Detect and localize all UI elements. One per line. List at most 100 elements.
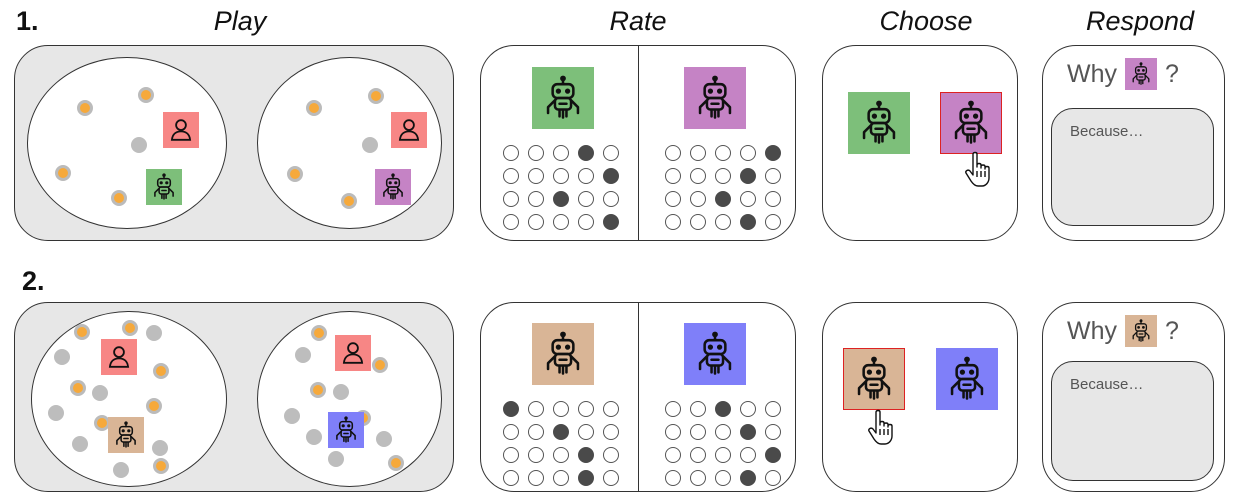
- rating-option[interactable]: [740, 447, 756, 463]
- rating-option[interactable]: [503, 424, 519, 440]
- rating-option[interactable]: [603, 401, 619, 417]
- rating-option[interactable]: [690, 168, 706, 184]
- gray-agent-dot: [72, 436, 88, 452]
- rating-option[interactable]: [665, 447, 681, 463]
- rating-option[interactable]: [528, 424, 544, 440]
- rating-option[interactable]: [528, 214, 544, 230]
- orange-agent-dot: [310, 382, 326, 398]
- rating-option[interactable]: [765, 447, 781, 463]
- rating-option[interactable]: [690, 470, 706, 486]
- orange-agent-dot: [153, 363, 169, 379]
- rating-option[interactable]: [690, 145, 706, 161]
- rating-option[interactable]: [503, 214, 519, 230]
- rating-option[interactable]: [665, 191, 681, 207]
- rating-option[interactable]: [690, 447, 706, 463]
- response-textbox-2[interactable]: Because…: [1051, 361, 1214, 481]
- rating-option[interactable]: [528, 470, 544, 486]
- rating-option[interactable]: [765, 191, 781, 207]
- rating-option[interactable]: [578, 214, 594, 230]
- rating-option[interactable]: [765, 470, 781, 486]
- rating-option[interactable]: [740, 214, 756, 230]
- rating-option[interactable]: [503, 447, 519, 463]
- rating-option[interactable]: [665, 168, 681, 184]
- rating-option[interactable]: [715, 401, 731, 417]
- rating-option[interactable]: [503, 401, 519, 417]
- rating-option[interactable]: [715, 168, 731, 184]
- robot-icon: [698, 331, 732, 375]
- rating-option[interactable]: [553, 424, 569, 440]
- rating-option[interactable]: [503, 191, 519, 207]
- play-panel-1: [14, 45, 454, 241]
- rating-option[interactable]: [715, 447, 731, 463]
- rating-option[interactable]: [528, 168, 544, 184]
- orange-agent-dot: [372, 357, 388, 373]
- rating-option[interactable]: [553, 145, 569, 161]
- rating-option[interactable]: [765, 168, 781, 184]
- rating-option[interactable]: [553, 470, 569, 486]
- rating-option[interactable]: [715, 214, 731, 230]
- rating-option[interactable]: [740, 145, 756, 161]
- rating-option[interactable]: [715, 191, 731, 207]
- rating-option[interactable]: [665, 401, 681, 417]
- rating-option[interactable]: [665, 145, 681, 161]
- rating-option[interactable]: [578, 191, 594, 207]
- gray-agent-dot: [362, 137, 378, 153]
- orange-agent-dot: [70, 380, 86, 396]
- header-play: Play: [213, 6, 267, 36]
- rating-option[interactable]: [715, 424, 731, 440]
- rating-option[interactable]: [603, 168, 619, 184]
- robot-tile: [108, 417, 144, 453]
- response-textbox-1[interactable]: Because…: [1051, 108, 1214, 226]
- rating-option[interactable]: [603, 145, 619, 161]
- rating-option[interactable]: [578, 470, 594, 486]
- rating-option[interactable]: [740, 191, 756, 207]
- rating-option[interactable]: [690, 214, 706, 230]
- gray-agent-dot: [113, 462, 129, 478]
- rating-option[interactable]: [528, 145, 544, 161]
- rating-option[interactable]: [740, 168, 756, 184]
- hand-pointer-icon: [866, 409, 902, 452]
- rating-option[interactable]: [503, 168, 519, 184]
- rating-option[interactable]: [765, 401, 781, 417]
- rating-option[interactable]: [553, 401, 569, 417]
- rating-option[interactable]: [578, 447, 594, 463]
- rating-option[interactable]: [578, 424, 594, 440]
- rating-option[interactable]: [528, 401, 544, 417]
- rating-option[interactable]: [740, 470, 756, 486]
- rating-option[interactable]: [553, 447, 569, 463]
- rating-option[interactable]: [690, 424, 706, 440]
- rating-option[interactable]: [665, 470, 681, 486]
- rating-option[interactable]: [528, 447, 544, 463]
- rating-option[interactable]: [503, 470, 519, 486]
- rating-option[interactable]: [603, 447, 619, 463]
- choice-robot-selected[interactable]: [843, 348, 905, 410]
- rating-option[interactable]: [715, 145, 731, 161]
- rating-option[interactable]: [553, 214, 569, 230]
- rate-divider: [638, 303, 639, 491]
- rating-option[interactable]: [690, 191, 706, 207]
- human-tile: [391, 112, 427, 148]
- rating-option[interactable]: [578, 145, 594, 161]
- rating-option[interactable]: [503, 145, 519, 161]
- choice-robot[interactable]: [936, 348, 998, 410]
- rating-option[interactable]: [528, 191, 544, 207]
- rating-option[interactable]: [765, 424, 781, 440]
- rating-option[interactable]: [665, 214, 681, 230]
- rating-option[interactable]: [603, 191, 619, 207]
- rating-option[interactable]: [665, 424, 681, 440]
- rating-option[interactable]: [765, 145, 781, 161]
- rating-option[interactable]: [740, 424, 756, 440]
- rating-option[interactable]: [715, 470, 731, 486]
- rating-option[interactable]: [553, 168, 569, 184]
- rating-option[interactable]: [740, 401, 756, 417]
- choice-robot-selected[interactable]: [940, 92, 1002, 154]
- rating-option[interactable]: [690, 401, 706, 417]
- rating-option[interactable]: [603, 424, 619, 440]
- rating-option[interactable]: [603, 214, 619, 230]
- choice-robot[interactable]: [848, 92, 910, 154]
- rating-option[interactable]: [765, 214, 781, 230]
- rating-option[interactable]: [578, 401, 594, 417]
- rating-option[interactable]: [553, 191, 569, 207]
- rating-option[interactable]: [578, 168, 594, 184]
- rating-option[interactable]: [603, 470, 619, 486]
